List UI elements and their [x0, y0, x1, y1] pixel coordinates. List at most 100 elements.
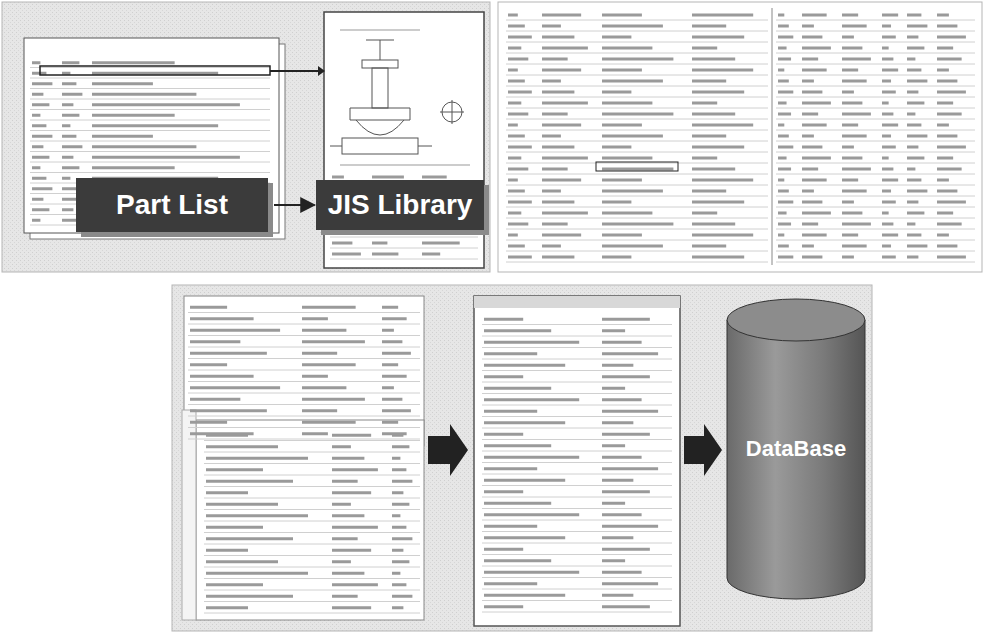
cell-mark: [602, 223, 673, 226]
row-line: [482, 543, 672, 544]
cell-mark: [508, 91, 532, 94]
cell-mark: [602, 179, 642, 182]
cell-mark: [92, 103, 240, 106]
row-line: [204, 452, 420, 453]
cell-mark: [882, 25, 891, 28]
cell-mark: [62, 135, 76, 138]
cell-mark: [92, 82, 153, 85]
cell-mark: [842, 223, 871, 226]
cell-mark: [602, 135, 663, 138]
row-line: [776, 174, 975, 175]
flow-arrow: [428, 424, 468, 476]
cell-mark: [484, 318, 523, 321]
cell-mark: [602, 157, 652, 160]
cell-mark: [692, 124, 753, 127]
row-line: [776, 240, 975, 241]
cell-mark: [842, 36, 854, 39]
cell-mark: [32, 166, 40, 169]
cell-mark: [602, 352, 658, 355]
cell-mark: [206, 480, 293, 483]
cell-mark: [842, 14, 858, 17]
cell-mark: [206, 572, 308, 575]
cell-mark: [92, 135, 153, 138]
cell-mark: [778, 201, 793, 204]
cell-mark: [302, 421, 356, 424]
cell-mark: [508, 36, 532, 39]
cell-mark: [802, 245, 814, 248]
cell-mark: [882, 256, 896, 259]
cell-mark: [302, 375, 328, 378]
cell-mark: [392, 457, 400, 460]
cell-mark: [842, 179, 858, 182]
cell-mark: [842, 245, 867, 248]
cell-mark: [882, 157, 889, 160]
row-line: [776, 141, 975, 142]
cell-mark: [778, 179, 784, 182]
row-line: [506, 130, 768, 131]
cell-mark: [602, 398, 642, 401]
cell-mark: [382, 352, 411, 355]
cell-mark: [32, 114, 40, 117]
cell-mark: [302, 386, 346, 389]
row-line: [482, 577, 672, 578]
cell-mark: [32, 124, 46, 127]
row-line: [188, 370, 420, 371]
cell-mark: [937, 113, 962, 116]
cell-mark: [190, 409, 267, 412]
cell-mark: [778, 256, 793, 259]
cell-mark: [937, 91, 966, 94]
dialog-window: [474, 296, 680, 626]
cell-mark: [302, 306, 356, 309]
row-line: [30, 120, 270, 121]
cell-mark: [332, 457, 364, 460]
cell-mark: [602, 421, 633, 424]
cell-mark: [190, 363, 227, 366]
row-line: [506, 174, 768, 175]
cell-mark: [882, 223, 893, 226]
cell-mark: [602, 58, 673, 61]
cell-mark: [907, 146, 918, 149]
cell-mark: [508, 124, 518, 127]
cell-mark: [392, 583, 406, 586]
cell-mark: [92, 166, 175, 169]
cell-mark: [542, 190, 561, 193]
cell-mark: [602, 559, 625, 562]
cell-mark: [802, 135, 814, 138]
table-divider: [772, 8, 773, 265]
cell-mark: [602, 582, 658, 585]
leader-line: [270, 70, 318, 72]
cell-mark: [508, 80, 525, 83]
cell-mark: [32, 61, 40, 64]
cell-mark: [62, 166, 79, 169]
cell-mark: [907, 25, 927, 28]
cell-mark: [92, 114, 175, 117]
screenshot: [196, 420, 424, 620]
cell-mark: [508, 190, 525, 193]
cell-mark: [62, 114, 79, 117]
cell-mark: [842, 91, 854, 94]
cell-mark: [842, 190, 867, 193]
cell-mark: [602, 548, 650, 551]
cell-mark: [32, 103, 49, 106]
cell-mark: [542, 245, 561, 248]
cell-mark: [602, 80, 663, 83]
document-sheet: [24, 38, 279, 233]
cell-mark: [484, 502, 551, 505]
cell-mark: [206, 549, 248, 552]
cell-mark: [392, 491, 403, 494]
cell-mark: [484, 341, 579, 344]
cell-mark: [882, 135, 891, 138]
cell-mark: [602, 234, 642, 237]
cell-mark: [92, 145, 196, 148]
cell-mark: [937, 36, 966, 39]
cell-mark: [372, 176, 404, 179]
cell-mark: [372, 253, 398, 256]
cell-mark: [778, 69, 784, 72]
cell-mark: [542, 113, 568, 116]
cell-mark: [602, 91, 631, 94]
cell-mark: [842, 212, 862, 215]
cell-mark: [542, 135, 561, 138]
row-line: [506, 108, 768, 109]
cell-mark: [937, 256, 966, 259]
cell-mark: [882, 102, 889, 105]
